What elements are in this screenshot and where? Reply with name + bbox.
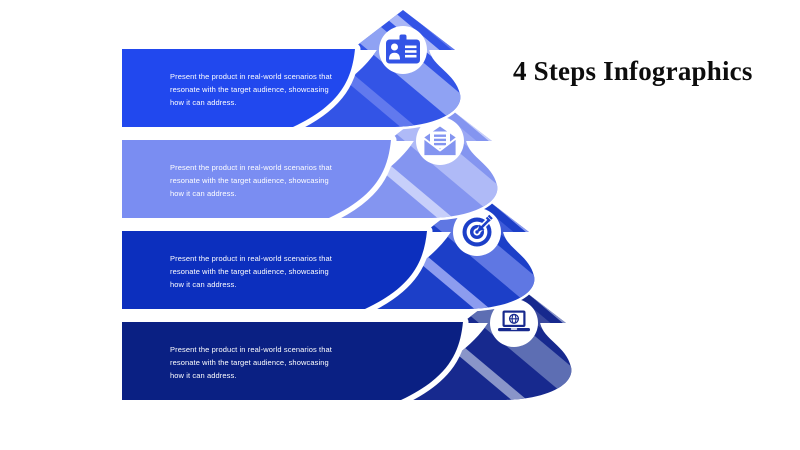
id-card-icon [386, 34, 420, 64]
step-description-line: how it can address. [170, 371, 237, 380]
step-description-line: Present the product in real-world scenar… [170, 345, 332, 354]
step-description: Present the product in real-world scenar… [170, 252, 354, 291]
step-bar [116, 225, 433, 315]
step-description-line: Present the product in real-world scenar… [170, 72, 332, 81]
step-description-line: Present the product in real-world scenar… [170, 254, 332, 263]
step-description-line: how it can address. [170, 98, 237, 107]
target-icon [462, 214, 493, 247]
laptop-globe-icon [498, 310, 530, 332]
step-description-line: resonate with the target audience, showc… [170, 267, 329, 276]
step-1-graphic [116, 7, 463, 133]
step-description-line: how it can address. [170, 280, 237, 289]
step-description-line: Present the product in real-world scenar… [170, 163, 332, 172]
step-bar [116, 316, 469, 406]
page-title: 4 Steps Infographics [513, 56, 753, 86]
step-bar [116, 43, 361, 133]
open-envelope-icon [422, 126, 458, 157]
step-description-line: resonate with the target audience, showc… [170, 85, 329, 94]
step-bar [116, 134, 397, 224]
step-description-line: resonate with the target audience, showc… [170, 358, 329, 367]
step-description-line: resonate with the target audience, showc… [170, 176, 329, 185]
step-description: Present the product in real-world scenar… [170, 343, 354, 382]
step-description: Present the product in real-world scenar… [170, 70, 354, 109]
step-description: Present the product in real-world scenar… [170, 161, 354, 200]
step-description-line: how it can address. [170, 189, 237, 198]
